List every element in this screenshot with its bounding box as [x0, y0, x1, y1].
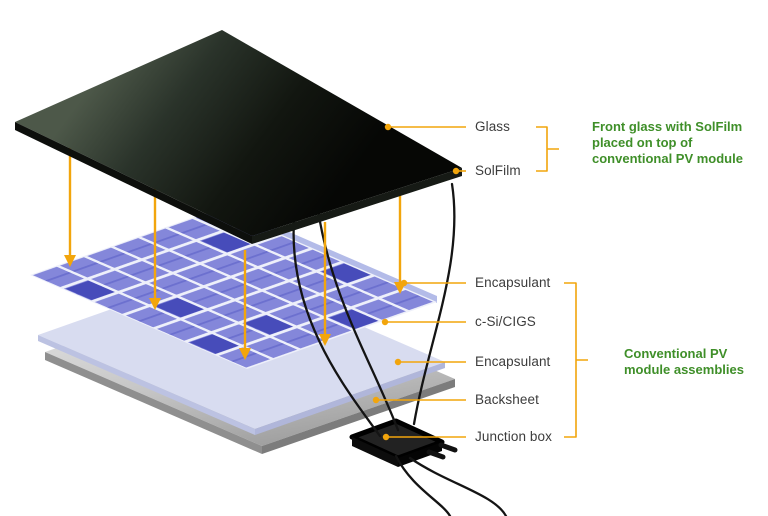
- solfilm-edge: [15, 122, 252, 244]
- layer-label-encapsulant-top: Encapsulant: [475, 275, 551, 290]
- down-arrows: [64, 140, 406, 360]
- layer-label-glass: Glass: [475, 119, 511, 134]
- glass-layer: [15, 30, 462, 244]
- annotation-front-glass: Front glass with SolFilm placed on top o…: [592, 119, 743, 166]
- layer-label-backsheet: Backsheet: [475, 392, 539, 407]
- layer-label-junction-box: Junction box: [475, 429, 552, 444]
- layer-label-solfilm: SolFilm: [475, 163, 521, 178]
- bracket-conventional-module-group: [564, 282, 588, 438]
- layer-label-encapsulant-bottom: Encapsulant: [475, 354, 551, 369]
- leader-dots: [372, 123, 460, 441]
- leader-lines: [376, 126, 466, 438]
- annotation-conventional-module: Conventional PV module assemblies: [624, 346, 744, 377]
- junction-box: [349, 418, 458, 467]
- cell-grid-layer: [30, 208, 437, 369]
- layer-label-c-si-cigs: c-Si/CIGS: [475, 314, 536, 329]
- dark-cells: [65, 232, 378, 354]
- bracket-front-glass-group: [536, 126, 559, 172]
